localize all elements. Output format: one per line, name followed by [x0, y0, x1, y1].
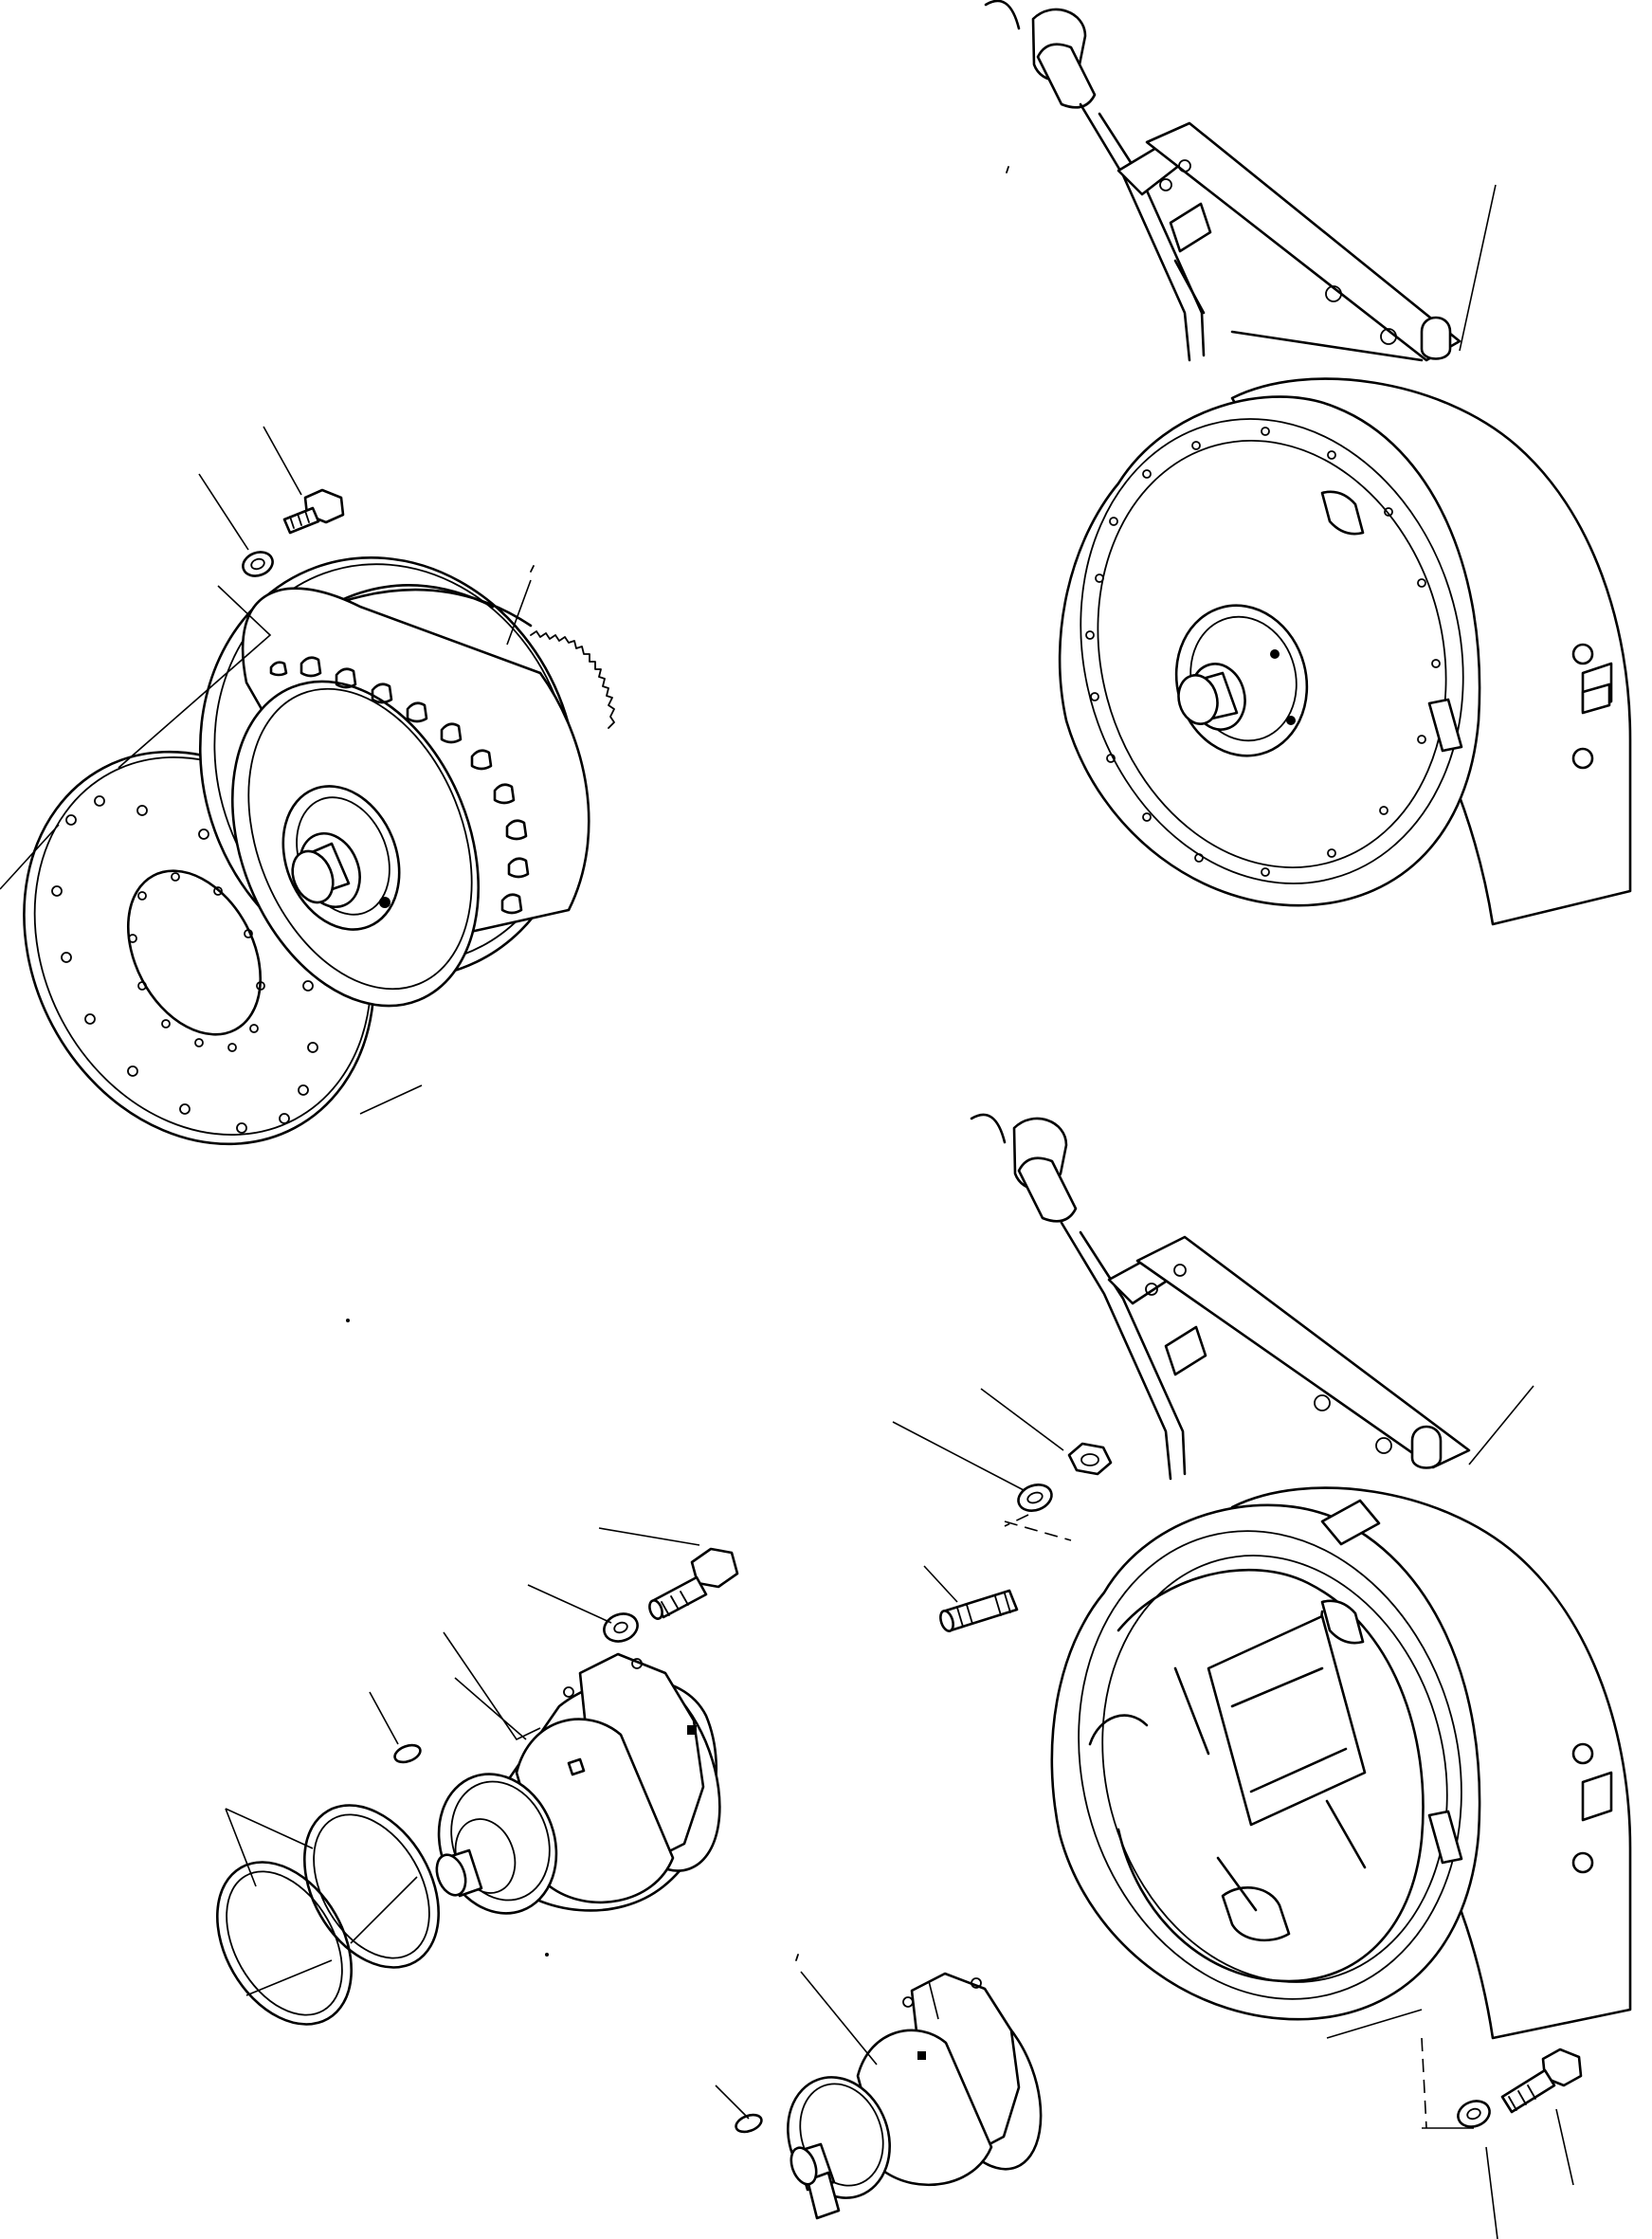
torque-converter-assembly: [142, 504, 635, 1043]
bolt: [647, 1549, 737, 1620]
converter-hub: [263, 769, 420, 947]
flywheel-housing-assembled: [986, 1, 1630, 927]
housing-hub: [1160, 591, 1324, 771]
washer: [240, 548, 276, 579]
flywheel-housing: [971, 1115, 1630, 2043]
ring-gear-teeth: [531, 631, 614, 728]
housing-bolt-circle: [1086, 428, 1440, 876]
bolt: [284, 490, 343, 533]
key: [734, 2112, 764, 2136]
nut: [1069, 1444, 1111, 1474]
pump-drive-upper: [420, 1652, 745, 1930]
washer: [600, 1610, 641, 1647]
washer: [1015, 1481, 1056, 1516]
pump-drive-lower: [772, 1974, 1062, 2218]
bolt: [1502, 2049, 1581, 2112]
stud: [938, 1591, 1017, 1632]
o-ring-pair: [190, 1781, 465, 2048]
converter-vent-slots: [271, 658, 528, 913]
key: [392, 1742, 423, 1766]
washer: [1455, 2097, 1494, 2131]
